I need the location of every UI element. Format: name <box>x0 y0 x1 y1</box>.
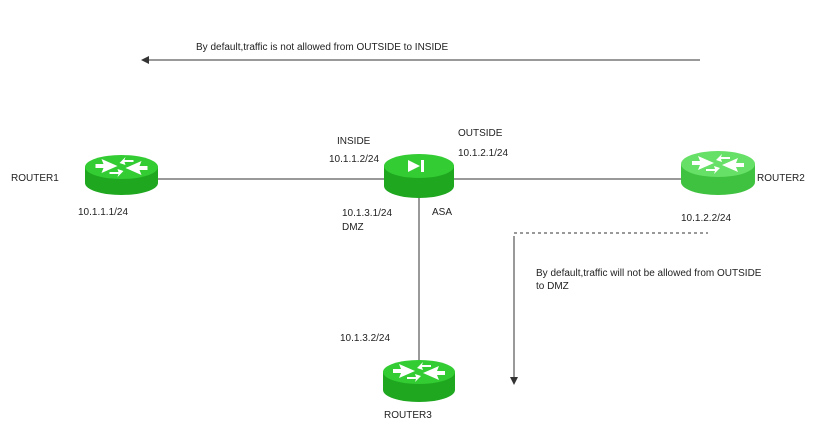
router1-ip: 10.1.1.1/24 <box>78 207 129 218</box>
asa-dmz-label: DMZ <box>342 222 364 233</box>
router2-ip: 10.1.2.2/24 <box>681 213 732 224</box>
asa-inside-label: INSIDE <box>337 136 371 147</box>
note-outside-to-dmz-line2: to DMZ <box>536 281 569 292</box>
router3-router-icon <box>383 360 455 402</box>
asa-dmz-ip: 10.1.3.1/24 <box>342 208 393 219</box>
router1-name: ROUTER1 <box>11 173 59 184</box>
asa-outside-ip: 10.1.2.1/24 <box>458 148 509 159</box>
asa-outside-label: OUTSIDE <box>458 128 503 139</box>
router2-name: ROUTER2 <box>757 173 805 184</box>
router3-ip: 10.1.3.2/24 <box>340 333 391 344</box>
note-outside-to-dmz-line1: By default,traffic will not be allowed f… <box>536 268 762 279</box>
asa-name: ASA <box>432 207 453 218</box>
note-outside-to-inside: By default,traffic is not allowed from O… <box>196 42 449 53</box>
asa-firewall-icon <box>384 154 454 198</box>
asa-inside-ip: 10.1.1.2/24 <box>329 154 380 165</box>
router2-router-icon <box>681 151 755 195</box>
router1-router-icon <box>85 155 158 195</box>
router3-name: ROUTER3 <box>384 410 432 421</box>
